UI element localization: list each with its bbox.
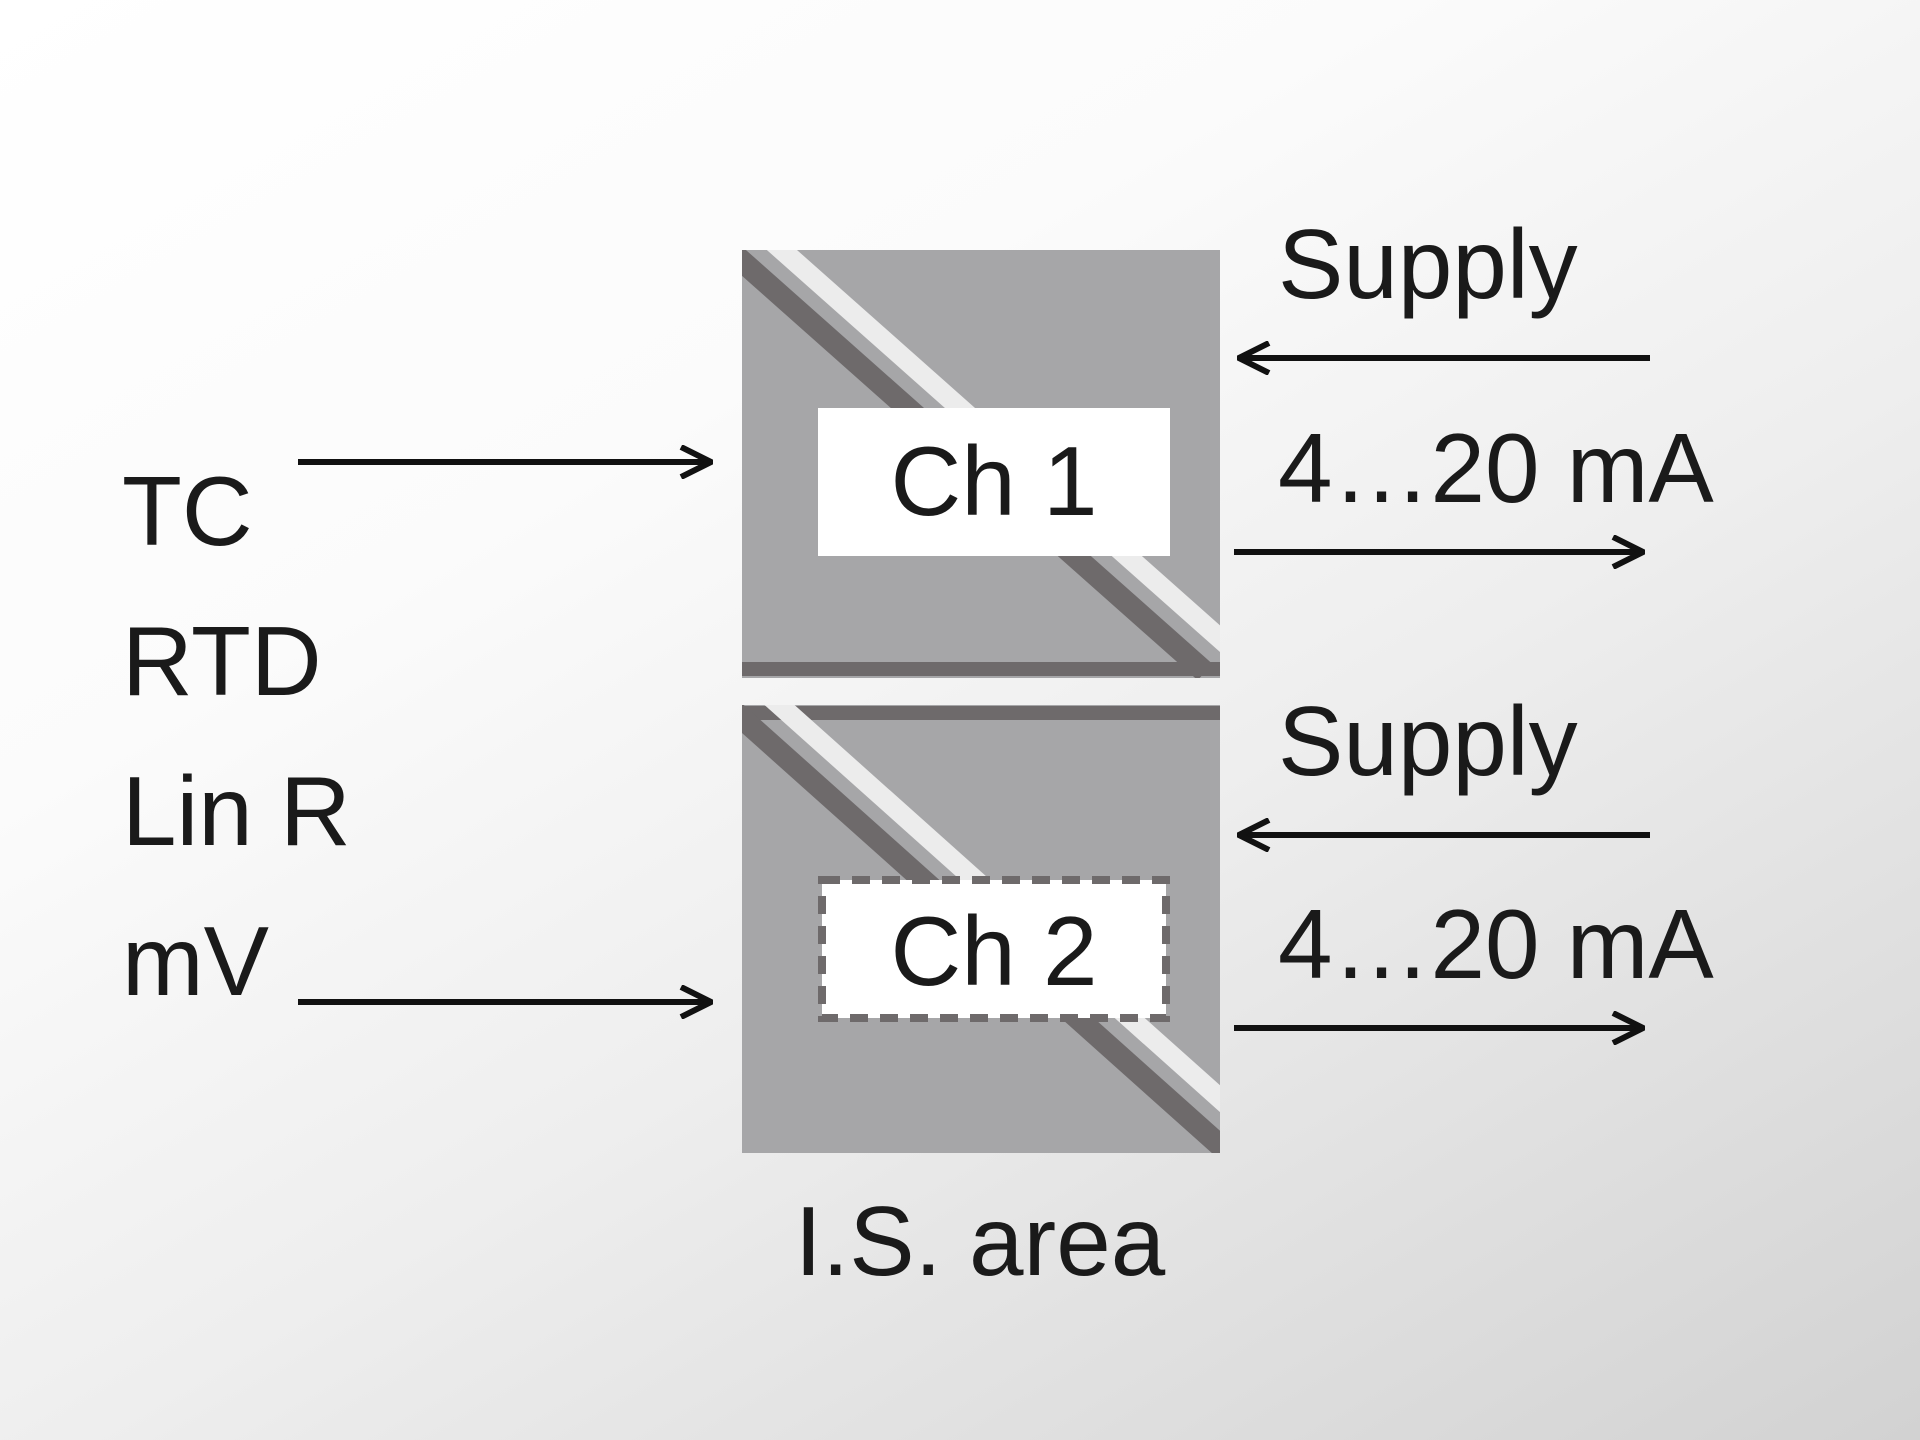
channel-1-supply-label: Supply <box>1278 209 1578 319</box>
channel-2-label: Ch 2 <box>890 896 1097 1006</box>
input-label-tc: TC <box>122 456 253 566</box>
channel-2-label-box <box>818 876 1170 1022</box>
channel-1-output-label: 4…20 mA <box>1278 413 1714 523</box>
channel-2-supply-label: Supply <box>1278 686 1578 796</box>
channel-2-output-label: 4…20 mA <box>1278 889 1714 999</box>
channel-1-label: Ch 1 <box>890 426 1097 536</box>
input-label-mv: mV <box>122 906 269 1016</box>
is-area-label: I.S. area <box>795 1186 1166 1296</box>
channel-2-module: Ch 2 <box>742 705 1220 1153</box>
channel-1-label-box <box>818 408 1170 556</box>
channel-1-module: Ch 1 <box>742 250 1220 678</box>
input-label-rtd: RTD <box>122 606 322 716</box>
input-label-lin-r: Lin R <box>122 756 351 866</box>
